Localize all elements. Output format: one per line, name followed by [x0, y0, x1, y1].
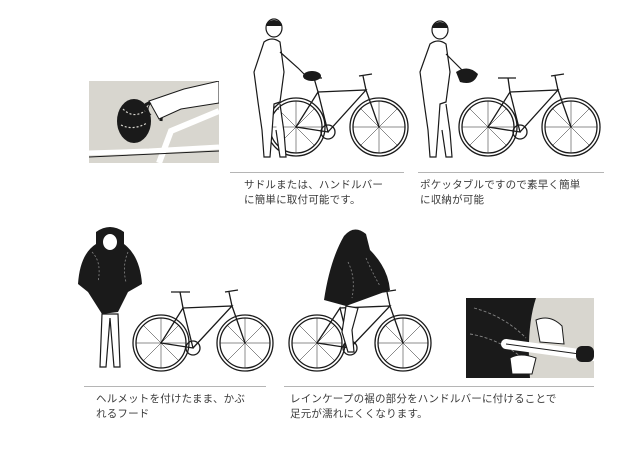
handlebar-hem-illustration: [466, 298, 594, 378]
rule-pocketable: [418, 172, 604, 173]
rule-saddle: [230, 172, 404, 173]
caption-saddle-line1: サドルまたは、ハンドルバー: [244, 179, 384, 191]
rider-with-cape-illustration: [288, 229, 432, 372]
caption-pocketable: ポケッタブルですので素早く簡単 に収納が可能: [420, 178, 581, 208]
man-stowing-pouch-illustration: [419, 20, 601, 158]
caption-saddle: サドルまたは、ハンドルバー に簡単に取付可能です。: [244, 178, 383, 208]
caption-helmet: ヘルメットを付けたまま、かぶ れるフード: [96, 392, 245, 422]
caption-hem: レインケープの裾の部分をハンドルバーに付けることで 足元が濡れにくくなります。: [290, 392, 557, 422]
caption-helmet-line2: れるフード: [96, 408, 150, 420]
saddle-pouch-illustration: [89, 81, 219, 163]
rule-hem: [284, 386, 594, 387]
caption-helmet-line1: ヘルメットを付けたまま、かぶ: [96, 393, 246, 405]
caption-pocketable-line1: ポケッタブルですので素早く簡単: [420, 179, 581, 191]
caption-saddle-line2: に簡単に取付可能です。: [244, 194, 361, 206]
man-with-bike-illustration: [253, 18, 409, 158]
caption-hem-line2: 足元が濡れにくくなります。: [290, 408, 428, 420]
inset-saddle-pouch: [89, 81, 219, 163]
hood-helmet-illustration: [78, 227, 274, 372]
caption-pocketable-line2: に収納が可能: [420, 194, 485, 206]
inset-handlebar-hem: [466, 298, 594, 378]
rule-helmet: [84, 386, 266, 387]
caption-hem-line1: レインケープの裾の部分をハンドルバーに付けることで: [290, 393, 557, 405]
